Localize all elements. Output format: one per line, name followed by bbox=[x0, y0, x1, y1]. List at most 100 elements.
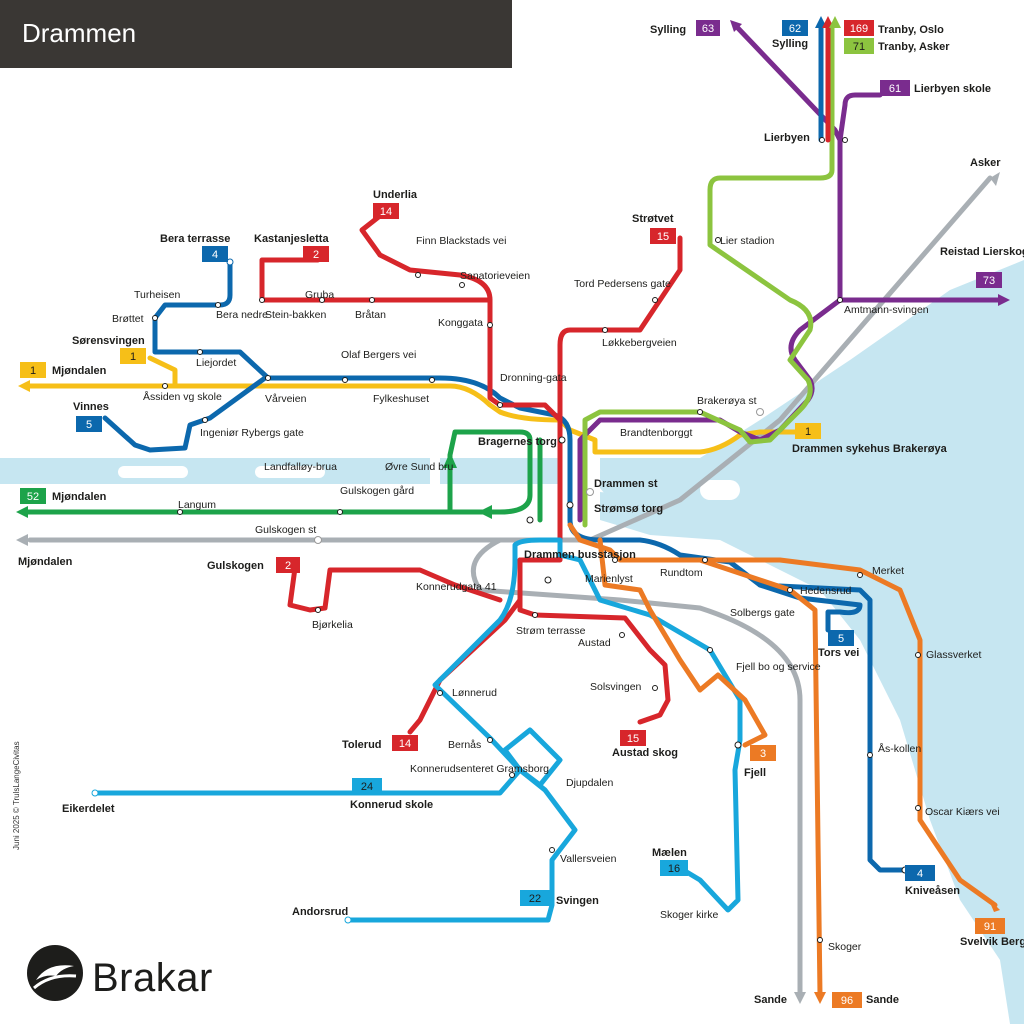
label-svelvik: Svelvik Berger bbox=[960, 936, 1024, 948]
svg-text:Hedensrud: Hedensrud bbox=[800, 585, 852, 597]
badge-73: 73 bbox=[976, 272, 1002, 288]
svg-text:61: 61 bbox=[889, 83, 901, 95]
title-bar: Drammen bbox=[0, 0, 512, 68]
svg-text:Stein-bakken: Stein-bakken bbox=[265, 309, 326, 321]
islands bbox=[118, 466, 740, 500]
svg-text:Skoger: Skoger bbox=[828, 941, 862, 953]
label-gulskogen: Gulskogen bbox=[207, 560, 264, 572]
label-stromso: Strømsø torg bbox=[594, 503, 663, 515]
svg-text:4: 4 bbox=[917, 868, 923, 880]
svg-text:Djupdalen: Djupdalen bbox=[566, 777, 613, 789]
label-sylling63: Sylling bbox=[650, 24, 686, 36]
svg-text:71: 71 bbox=[853, 41, 865, 53]
svg-text:Ås-kollen: Ås-kollen bbox=[878, 742, 921, 755]
svg-text:91: 91 bbox=[984, 921, 996, 933]
badge-61: 61 bbox=[880, 80, 910, 96]
route-badges: 63 62 169 71 61 73 15 14 2 4 1 1 5 52 1 … bbox=[20, 20, 1005, 1008]
label-sorensvingen: Sørensvingen bbox=[72, 335, 145, 347]
badge-15-austad: 15 bbox=[620, 730, 646, 746]
svg-text:96: 96 bbox=[841, 995, 853, 1007]
svg-text:15: 15 bbox=[627, 733, 639, 745]
label-bragernes: Bragernes torg bbox=[478, 436, 557, 448]
svg-text:Brøttet: Brøttet bbox=[112, 313, 144, 325]
svg-text:Solbergs gate: Solbergs gate bbox=[730, 607, 795, 619]
terminal-labels: Sylling Sylling Tranby, Oslo Tranby, Ask… bbox=[18, 24, 1024, 1006]
svg-text:Olaf Bergers vei: Olaf Bergers vei bbox=[341, 349, 416, 361]
badge-63: 63 bbox=[696, 20, 720, 36]
line-16-22-24 bbox=[92, 537, 743, 923]
svg-text:Landfalløy-brua: Landfalløy-brua bbox=[264, 461, 337, 473]
svg-text:16: 16 bbox=[668, 863, 680, 875]
svg-text:5: 5 bbox=[86, 419, 92, 431]
label-maelen: Mælen bbox=[652, 847, 687, 859]
label-mjondalen-rail: Mjøndalen bbox=[18, 556, 73, 568]
map-title: Drammen bbox=[22, 18, 137, 48]
svg-text:Løkkebergveien: Løkkebergveien bbox=[602, 337, 677, 349]
label-konnerud-skole: Konnerud skole bbox=[350, 799, 433, 811]
label-eikerdelet: Eikerdelet bbox=[62, 803, 115, 815]
label-tranby-oslo: Tranby, Oslo bbox=[878, 24, 944, 36]
svg-text:Skoger kirke: Skoger kirke bbox=[660, 909, 719, 921]
badge-24: 24 bbox=[352, 778, 382, 794]
badge-62: 62 bbox=[782, 20, 808, 36]
label-sylling62: Sylling bbox=[772, 38, 808, 50]
svg-text:Sanatorieveien: Sanatorieveien bbox=[460, 270, 530, 282]
brand-name: Brakar bbox=[92, 956, 213, 1000]
svg-text:3: 3 bbox=[760, 748, 766, 760]
badge-2-gulskogen: 2 bbox=[276, 557, 300, 573]
svg-text:Ingeniør Rybergs gate: Ingeniør Rybergs gate bbox=[200, 427, 304, 439]
label-fjell: Fjell bbox=[744, 767, 766, 779]
svg-text:Oscar Kiærs vei: Oscar Kiærs vei bbox=[925, 806, 1000, 818]
badge-1-mjon: 1 bbox=[20, 362, 46, 378]
svg-text:Vårveien: Vårveien bbox=[265, 393, 307, 405]
badge-169: 169 bbox=[844, 20, 874, 36]
svg-text:Rundtom: Rundtom bbox=[660, 567, 703, 579]
svg-text:Gulskogen gård: Gulskogen gård bbox=[340, 485, 414, 497]
badge-4-knive: 4 bbox=[905, 865, 935, 881]
svg-text:Konnerudgata 41: Konnerudgata 41 bbox=[416, 581, 497, 593]
svg-text:Tord Pedersens gate: Tord Pedersens gate bbox=[574, 278, 671, 290]
label-lierbyen: Lierbyen bbox=[764, 132, 810, 144]
label-strotvet: Strøtvet bbox=[632, 213, 674, 225]
svg-text:73: 73 bbox=[983, 275, 995, 287]
badge-14-tolerud: 14 bbox=[392, 735, 418, 751]
stop-labels: Lier stadion Amtmann-svingen Brakerøya s… bbox=[112, 235, 1000, 953]
svg-text:Finn Blackstads vei: Finn Blackstads vei bbox=[416, 235, 506, 247]
badge-1-soren: 1 bbox=[120, 348, 146, 364]
badge-3: 3 bbox=[750, 745, 776, 761]
svg-text:Langum: Langum bbox=[178, 499, 216, 511]
svg-text:Bjørkelia: Bjørkelia bbox=[312, 619, 353, 631]
line-3-91-96 bbox=[567, 522, 998, 998]
svg-text:169: 169 bbox=[850, 23, 868, 35]
svg-text:14: 14 bbox=[380, 206, 392, 218]
svg-text:5: 5 bbox=[838, 633, 844, 645]
svg-text:Gruba: Gruba bbox=[305, 289, 334, 301]
arrows bbox=[16, 16, 1010, 1004]
svg-text:1: 1 bbox=[30, 365, 36, 377]
badge-91: 91 bbox=[975, 918, 1005, 934]
svg-text:Glassverket: Glassverket bbox=[926, 649, 982, 661]
label-austad-skog: Austad skog bbox=[612, 747, 678, 759]
svg-text:Merket: Merket bbox=[872, 565, 904, 577]
label-drammen-st: Drammen st bbox=[594, 478, 658, 490]
label-tors-vei: Tors vei bbox=[818, 647, 859, 659]
svg-text:Bernås: Bernås bbox=[448, 739, 481, 751]
svg-text:Marienlyst: Marienlyst bbox=[585, 573, 633, 585]
svg-text:62: 62 bbox=[789, 23, 801, 35]
label-reistad: Reistad Lierskogen bbox=[940, 246, 1024, 258]
svg-text:Solsvingen: Solsvingen bbox=[590, 681, 642, 693]
label-asker: Asker bbox=[970, 157, 1001, 169]
badge-22: 22 bbox=[520, 890, 550, 906]
badge-52: 52 bbox=[20, 488, 46, 504]
svg-text:Bråtan: Bråtan bbox=[355, 309, 386, 321]
svg-text:24: 24 bbox=[361, 781, 373, 793]
badge-2-top: 2 bbox=[303, 246, 329, 262]
label-kniveasen: Kniveåsen bbox=[905, 885, 960, 897]
svg-text:Øvre Sund bru: Øvre Sund bru bbox=[385, 461, 453, 473]
label-sande96: Sande bbox=[866, 994, 899, 1006]
svg-text:Turheisen: Turheisen bbox=[134, 289, 180, 301]
label-mjondalen1: Mjøndalen bbox=[52, 365, 107, 377]
svg-text:63: 63 bbox=[702, 23, 714, 35]
svg-text:Bera nedre: Bera nedre bbox=[216, 309, 268, 321]
